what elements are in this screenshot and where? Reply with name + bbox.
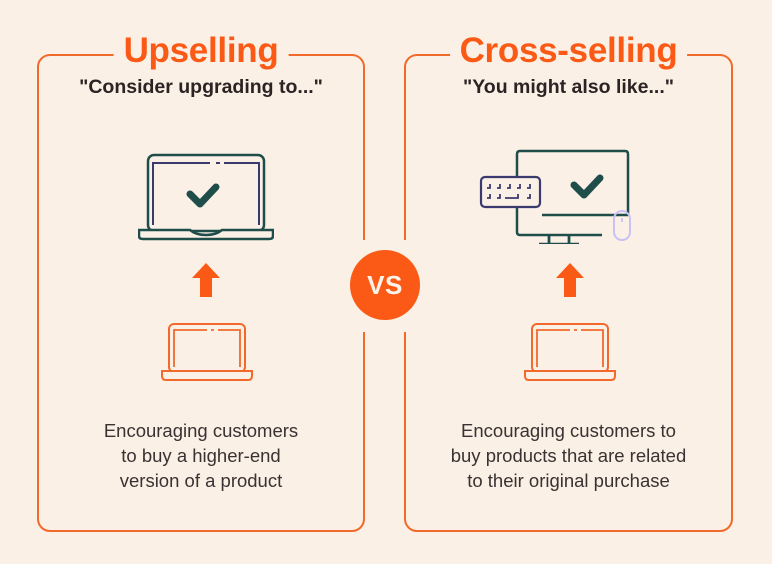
description-line: version of a product <box>119 470 283 491</box>
cross-selling-panel: Cross-selling "You might also like..." E… <box>404 22 733 532</box>
laptop-small-icon <box>524 323 616 381</box>
arrow-up-icon <box>556 263 584 297</box>
description-line: Encouraging customers to <box>461 420 676 441</box>
description-line: buy products that are related <box>450 445 687 466</box>
laptop-small-icon <box>161 323 253 381</box>
cross-selling-description: Encouraging customers to buy products th… <box>406 418 731 493</box>
arrow-up-icon <box>192 263 220 297</box>
upselling-panel: Upselling "Consider upgrading to..." Enc… <box>37 22 365 532</box>
cross-selling-quote: "You might also like..." <box>463 76 674 98</box>
description-line: to buy a higher-end <box>121 445 281 466</box>
description-line: to their original purchase <box>467 470 670 491</box>
upselling-quote: "Consider upgrading to..." <box>79 76 323 98</box>
desktop-keyboard-mouse-check-icon <box>479 149 631 244</box>
description-line: Encouraging customers <box>103 420 299 441</box>
laptop-check-icon <box>138 153 274 241</box>
upselling-title: Upselling <box>113 22 289 80</box>
cross-selling-title: Cross-selling <box>449 22 688 80</box>
vs-badge: VS <box>350 250 420 320</box>
upselling-description: Encouraging customers to buy a higher-en… <box>39 418 363 493</box>
